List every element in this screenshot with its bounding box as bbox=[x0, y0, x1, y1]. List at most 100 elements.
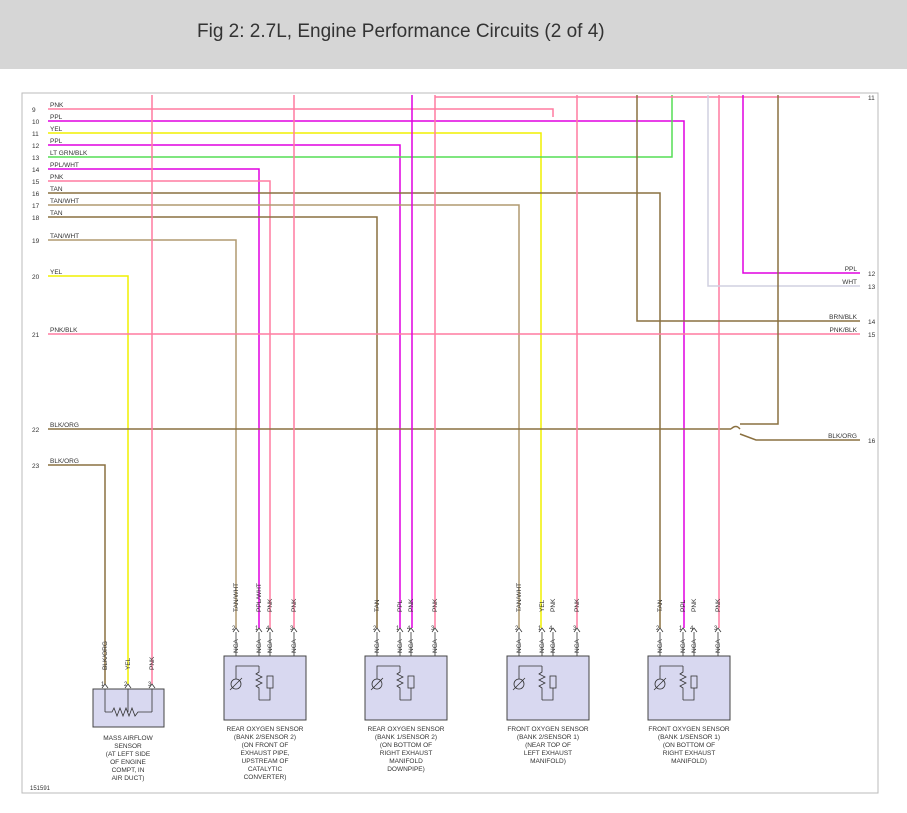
o2-internal-wire bbox=[400, 688, 412, 701]
oxygen-sensor-label-line: (ON BOTTOM OF bbox=[663, 742, 715, 749]
o2-internal-wire bbox=[259, 688, 271, 701]
left-wire-label-23: BLK/ORG bbox=[50, 458, 79, 465]
o2-pin-nca-label: NCA bbox=[256, 639, 263, 653]
o2-sensing-element-arrow bbox=[653, 677, 667, 691]
o2-pin-nca-label: NCA bbox=[516, 639, 523, 653]
wire-10 bbox=[48, 120, 685, 628]
wire-9 bbox=[48, 108, 554, 117]
o2-pin-number: 1 bbox=[396, 626, 400, 632]
oxygen-sensor-body-1 bbox=[223, 655, 307, 721]
o2-pin-wire-label: PNK bbox=[432, 598, 439, 612]
o2-pin-wire-label: PNK bbox=[550, 598, 557, 612]
o2-pin-number: 4 bbox=[549, 626, 553, 632]
left-wire-number-15: 15 bbox=[32, 179, 40, 186]
o2-heater-resistor bbox=[396, 666, 404, 700]
maf-sensor-body bbox=[92, 688, 165, 728]
left-wire-number-12: 12 bbox=[32, 143, 40, 150]
o2-pin-connector bbox=[255, 627, 263, 633]
o2-pin-number: 1 bbox=[679, 626, 683, 632]
o2-pin-connector bbox=[573, 627, 581, 633]
left-wire-number-18: 18 bbox=[32, 215, 40, 222]
maf-pin-connector bbox=[148, 683, 156, 689]
right-wire-number-13: 13 bbox=[868, 284, 876, 291]
o2-pin-wire-label: PNK bbox=[267, 598, 274, 612]
o2-heater-resistor bbox=[679, 666, 687, 700]
maf-label-line: OF ENGINE bbox=[110, 759, 146, 766]
wire-right-16 bbox=[739, 433, 860, 441]
oxygen-sensor-label-line: REAR OXYGEN SENSOR bbox=[368, 726, 445, 733]
o2-pin-wire-label: YEL bbox=[539, 599, 546, 612]
oxygen-sensor-label-line: FRONT OXYGEN SENSOR bbox=[648, 726, 729, 733]
o2-pin-connector bbox=[396, 627, 404, 633]
figure-title: Fig 2: 2.7L, Engine Performance Circuits… bbox=[197, 21, 605, 42]
maf-potentiometer bbox=[105, 706, 152, 718]
wire-right-14 bbox=[636, 95, 860, 322]
o2-pin-wire-label: PNK bbox=[691, 598, 698, 612]
wire-19 bbox=[48, 239, 237, 628]
right-wire-label-14: BRN/BLK bbox=[829, 314, 857, 321]
o2-pin-connector bbox=[232, 627, 240, 633]
o2-pin-connector bbox=[407, 627, 415, 633]
splice-arc bbox=[730, 425, 741, 430]
oxygen-sensor-label-line: DOWNPIPE) bbox=[387, 766, 425, 773]
oxygen-sensor-label-line: MANIFOLD) bbox=[671, 758, 707, 765]
left-wire-label-12: PPL bbox=[50, 138, 63, 145]
o2-internal-wire bbox=[542, 688, 554, 701]
maf-label-line: AIR DUCT) bbox=[112, 775, 145, 782]
oxygen-sensor-label-line: (ON FRONT OF bbox=[242, 742, 289, 749]
left-wire-label-10: PPL bbox=[50, 114, 63, 121]
o2-heater-resistor bbox=[538, 666, 546, 700]
o2-pin-wire-label: PPL/WHT bbox=[256, 583, 263, 612]
wire-20 bbox=[48, 275, 129, 684]
o2-sensing-element-arrow bbox=[370, 677, 384, 691]
left-wire-label-14: PPL/WHT bbox=[50, 162, 79, 169]
o2-pin-nca-label: NCA bbox=[657, 639, 664, 653]
oxygen-sensor-body-2 bbox=[364, 655, 448, 721]
o2-pin-number: 2 bbox=[515, 626, 519, 632]
left-wire-number-17: 17 bbox=[32, 203, 40, 210]
figure-number: 151591 bbox=[30, 786, 51, 792]
o2-pin-connector bbox=[290, 627, 298, 633]
wire-11 bbox=[48, 132, 542, 628]
o2-pin-connector bbox=[656, 627, 664, 633]
wire-17 bbox=[48, 204, 520, 628]
o2-pin-nca-label: NCA bbox=[233, 639, 240, 653]
wire-13 bbox=[48, 95, 673, 158]
right-wire-label-12: PPL bbox=[845, 266, 858, 273]
o2-pin-nca-label: NCA bbox=[715, 639, 722, 653]
oxygen-sensor-label-line: RIGHT EXHAUST bbox=[663, 750, 716, 757]
maf-label-line: COMPT, IN bbox=[112, 767, 145, 774]
o2-pin-number: 2 bbox=[656, 626, 660, 632]
left-wire-number-19: 19 bbox=[32, 238, 40, 245]
o2-pin-number: 4 bbox=[407, 626, 411, 632]
o2-pin-nca-label: NCA bbox=[291, 639, 298, 653]
oxygen-sensor-label-line: EXHAUST PIPE, bbox=[240, 750, 289, 757]
oxygen-sensor-label-line: (BANK 1/SENSOR 2) bbox=[375, 734, 437, 741]
o2-pin-nca-label: NCA bbox=[691, 639, 698, 653]
maf-pin-number: 3 bbox=[148, 682, 152, 688]
left-wire-label-22: BLK/ORG bbox=[50, 422, 79, 429]
o2-sensing-element-arrow bbox=[229, 677, 243, 691]
o2-pin-connector bbox=[431, 627, 439, 633]
oxygen-sensor-body-3 bbox=[506, 655, 590, 721]
o2-pin-connector bbox=[373, 627, 381, 633]
oxygen-sensor-label-line: LEFT EXHAUST bbox=[524, 750, 572, 757]
oxygen-sensor-label-line: MANIFOLD) bbox=[530, 758, 566, 765]
oxygen-sensor-label-line: CATALYTIC bbox=[248, 766, 283, 773]
maf-label-line: (AT LEFT SIDE bbox=[106, 751, 151, 758]
oxygen-sensor-label-line: (ON BOTTOM OF bbox=[380, 742, 432, 749]
oxygen-sensor-label-line: UPSTREAM OF bbox=[242, 758, 289, 765]
o2-pin-nca-label: NCA bbox=[374, 639, 381, 653]
wire-right-16-top bbox=[740, 95, 779, 425]
o2-internal-wire bbox=[376, 665, 400, 679]
left-wire-number-9: 9 bbox=[32, 107, 36, 114]
left-wire-number-11: 11 bbox=[32, 131, 39, 138]
left-wire-number-13: 13 bbox=[32, 155, 40, 162]
wire-right-12 bbox=[742, 95, 860, 274]
oxygen-sensor-body-4 bbox=[647, 655, 731, 721]
maf-pin-wire-label: YEL bbox=[125, 657, 132, 670]
o2-pin-number: 1 bbox=[538, 626, 542, 632]
o2-pin-nca-label: NCA bbox=[432, 639, 439, 653]
oxygen-sensor-label-line: (BANK 1/SENSOR 1) bbox=[658, 734, 720, 741]
